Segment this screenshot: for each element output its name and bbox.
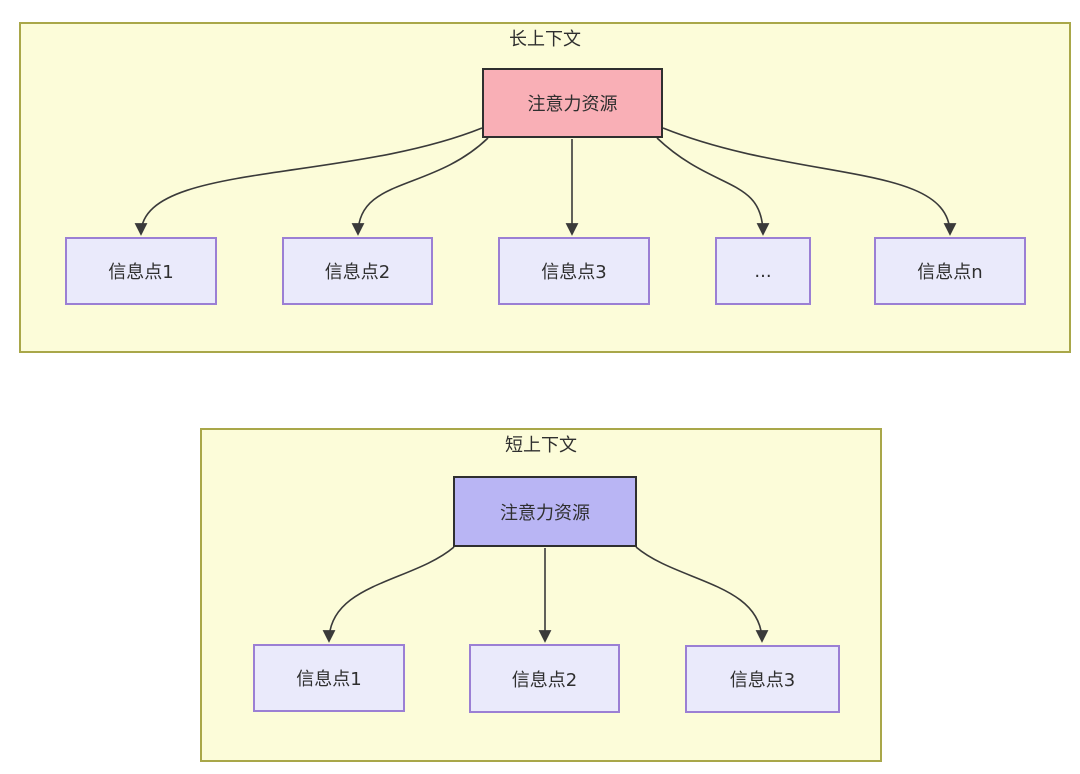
- short-attention-resource-node: 注意力资源: [453, 476, 637, 547]
- short-context-title: 短上下文: [505, 435, 577, 456]
- long-info-point-1: 信息点1: [65, 237, 217, 305]
- long-info-point-n: 信息点n: [874, 237, 1026, 305]
- long-info-point-3: 信息点3: [498, 237, 650, 305]
- short-info-point-2: 信息点2: [469, 644, 620, 713]
- short-info-point-3: 信息点3: [685, 645, 840, 713]
- long-attention-resource-node: 注意力资源: [482, 68, 663, 138]
- long-context-title: 长上下文: [509, 29, 581, 50]
- long-info-point-2: 信息点2: [282, 237, 433, 305]
- long-info-point-ellipsis: ...: [715, 237, 811, 305]
- short-info-point-1: 信息点1: [253, 644, 405, 712]
